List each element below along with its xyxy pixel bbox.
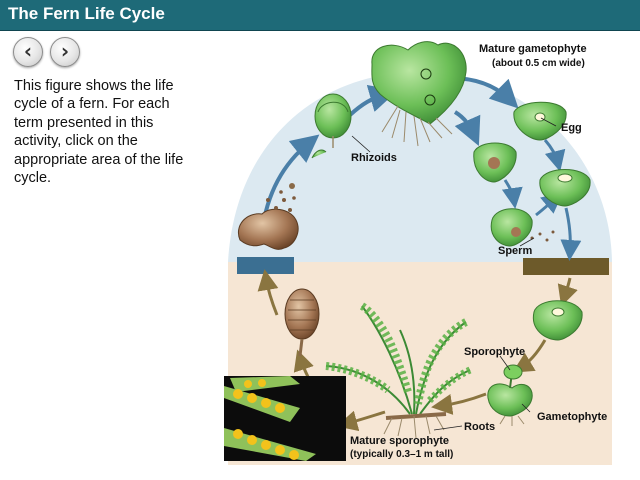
archegonium-illustration[interactable] xyxy=(513,101,567,141)
leader-egg xyxy=(540,117,557,127)
next-button[interactable]: › xyxy=(50,37,80,67)
arrow-zygote xyxy=(557,277,578,307)
young-gametophyte-illustration[interactable] xyxy=(289,93,352,189)
arrow-to-meiosis xyxy=(257,269,279,316)
label-roots[interactable]: Roots xyxy=(464,421,495,433)
leader-rhizoids xyxy=(351,135,371,153)
arrow-to-sorus xyxy=(336,410,386,432)
antheridium-illustration[interactable] xyxy=(473,142,517,183)
page-title: The Fern Life Cycle xyxy=(8,4,165,23)
arrow-to-young-sporophyte xyxy=(512,339,547,373)
fertilization-illustration[interactable] xyxy=(539,169,591,207)
leader-roots xyxy=(433,425,463,431)
arrow-to-fertilization xyxy=(560,207,582,261)
mature-sporophyte-illustration[interactable] xyxy=(325,302,472,439)
sori-photo-inset[interactable] xyxy=(224,376,346,461)
label-gametophyte[interactable]: Gametophyte xyxy=(537,411,607,423)
chevron-right-icon: › xyxy=(60,39,70,63)
leader-sperm xyxy=(519,237,535,247)
mature-gametophyte-illustration[interactable] xyxy=(371,41,467,147)
arrow-antheridium-down xyxy=(501,179,523,209)
arrow-to-antheridium xyxy=(453,110,481,146)
sporangium-releasing-spores[interactable] xyxy=(238,190,299,250)
label-rhizoids[interactable]: Rhizoids xyxy=(351,152,397,164)
arrow-egg-to-archegonium xyxy=(543,139,566,172)
label-sperm[interactable]: Sperm xyxy=(498,245,532,257)
label-egg[interactable]: Egg xyxy=(561,122,582,134)
label-mature-gametophyte-size: (about 0.5 cm wide) xyxy=(492,58,585,69)
meiosis-bar[interactable] xyxy=(237,257,294,274)
leader-gametophyte xyxy=(521,403,531,413)
prev-button[interactable]: ‹ xyxy=(13,37,43,67)
zygote-illustration[interactable] xyxy=(532,300,583,341)
label-mature-gametophyte[interactable]: Mature gametophyte xyxy=(479,43,587,55)
label-mature-sporophyte[interactable]: Mature sporophyte xyxy=(350,435,449,447)
title-bar: The Fern Life Cycle xyxy=(0,0,640,31)
label-sporophyte[interactable]: Sporophyte xyxy=(464,346,525,358)
fertilization-bar[interactable] xyxy=(523,258,609,275)
instructions-text: This figure shows the life cycle of a fe… xyxy=(14,78,184,187)
chevron-left-icon: ‹ xyxy=(23,39,33,63)
leader-sporophyte xyxy=(499,355,511,371)
label-mature-sporophyte-size: (typically 0.3–1 m tall) xyxy=(350,449,453,460)
sperm-release-illustration[interactable] xyxy=(490,208,555,247)
sporangium-illustration[interactable] xyxy=(284,288,320,357)
arrow-to-mature-sporophyte xyxy=(431,392,487,415)
